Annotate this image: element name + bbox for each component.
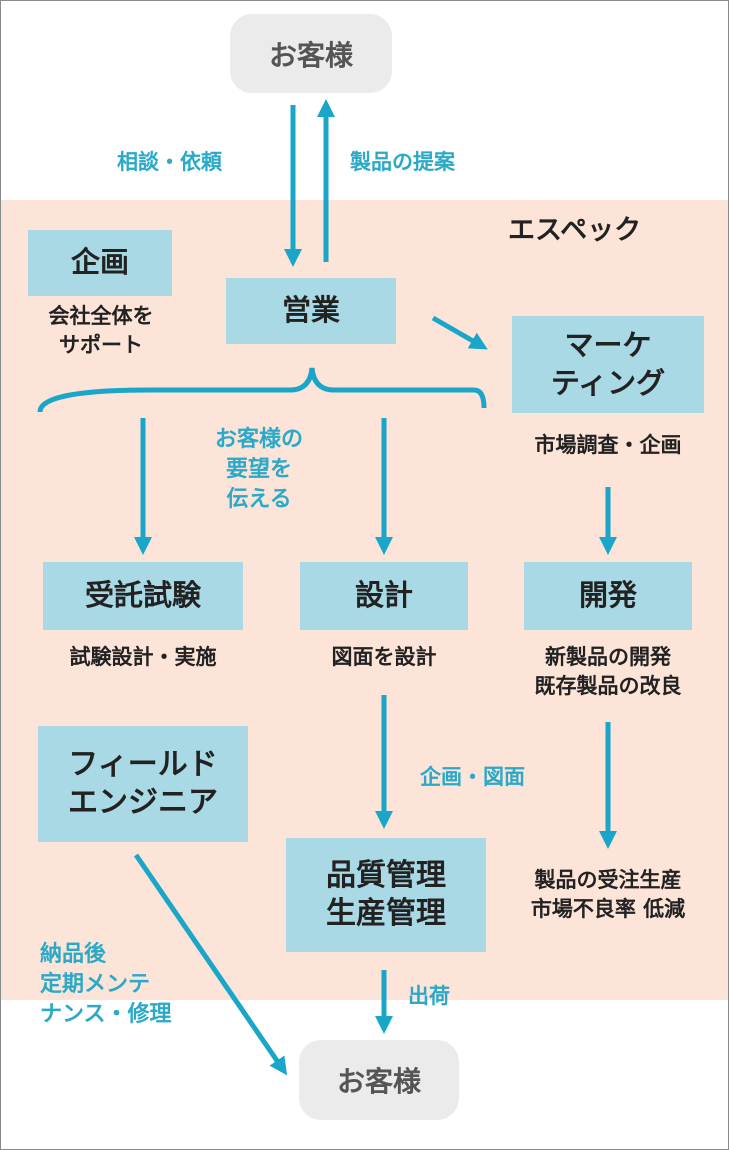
- box-planning: 企画: [28, 230, 172, 296]
- caption-design: 図面を設計: [331, 645, 437, 669]
- caption-development: 新製品の開発 既存製品の改良: [534, 645, 682, 698]
- caption-marketing: 市場調査・企画: [534, 433, 682, 457]
- label-shipment: 出荷: [408, 984, 450, 1008]
- customer-bottom: お客様: [299, 1040, 459, 1120]
- caption-planning: 会社全体を サポート: [48, 304, 154, 357]
- label-convey-needs: お客様の 要望を 伝える: [214, 427, 303, 512]
- caption-contract-testing: 試験設計・実施: [69, 645, 217, 669]
- box-design: 設計: [300, 562, 468, 630]
- label-plan-drawing: 企画・図面: [420, 765, 525, 789]
- company-name: エスペック: [508, 215, 642, 246]
- caption-quality-production: 製品の受注生産 市場不良率 低減: [530, 868, 686, 921]
- label-after-delivery: 納品後 定期メンテ ナンス・修理: [40, 942, 172, 1027]
- box-marketing: マーケ ティング: [512, 316, 704, 413]
- label-product-proposal: 製品の提案: [350, 150, 455, 174]
- arrow-field-engineer-to-customer: [133, 853, 288, 1076]
- box-development: 開発: [524, 562, 692, 630]
- box-contract-testing: 受託試験: [43, 562, 243, 630]
- brace: [37, 367, 487, 413]
- label-consult-request: 相談・依頼: [117, 150, 222, 174]
- box-sales: 営業: [226, 278, 396, 344]
- box-quality-production: 品質管理 生産管理: [286, 838, 486, 952]
- arrow-sales-to-marketing: [431, 315, 488, 350]
- box-field-engineer: フィールド エンジニア: [38, 726, 248, 842]
- customer-top: お客様: [230, 14, 392, 93]
